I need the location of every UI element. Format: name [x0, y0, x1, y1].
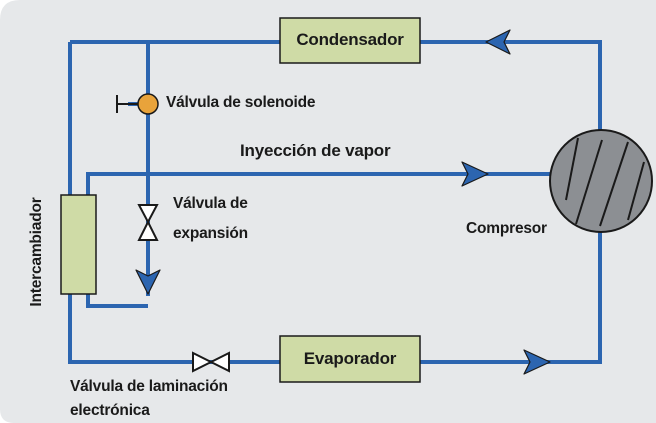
- solenoid-icon: [116, 93, 159, 115]
- flow-arrow-icon: [461, 161, 489, 187]
- vapor-injection-label: Inyección de vapor: [240, 141, 391, 160]
- expansion-valve-label-line2: expansión: [173, 225, 248, 242]
- condenser-box: [279, 17, 421, 64]
- flow-arrow-icon: [135, 269, 161, 295]
- pipe-vapor-injection: [86, 172, 552, 197]
- piping: [68, 40, 602, 364]
- pipe-condenser-to-compressor: [420, 40, 602, 131]
- electronic-valve-label-line1: Válvula de laminación: [70, 378, 228, 395]
- compressor-icon: [549, 129, 653, 233]
- expansion-valve-label-line1: Válvula de: [173, 195, 248, 212]
- valve-icon: [192, 351, 230, 373]
- electronic-valve-label-line2: electrónica: [70, 402, 150, 419]
- evaporator-box: [279, 335, 421, 383]
- condenser-label: Condensador: [296, 30, 404, 49]
- evaporator-label: Evaporador: [303, 349, 397, 368]
- pipe-compressor-to-evaporator: [420, 231, 602, 364]
- solenoid-valve-label: Válvula de solenoide: [166, 94, 316, 111]
- pipe-exchanger-return: [86, 294, 148, 308]
- heat-exchanger-box: [60, 194, 97, 295]
- flow-arrow-icon: [485, 29, 511, 55]
- compressor-label: Compresor: [466, 220, 547, 237]
- valve-icon: [137, 204, 159, 241]
- heat-exchanger-label: Intercambiador: [28, 197, 45, 307]
- flow-arrow-icon: [523, 349, 551, 375]
